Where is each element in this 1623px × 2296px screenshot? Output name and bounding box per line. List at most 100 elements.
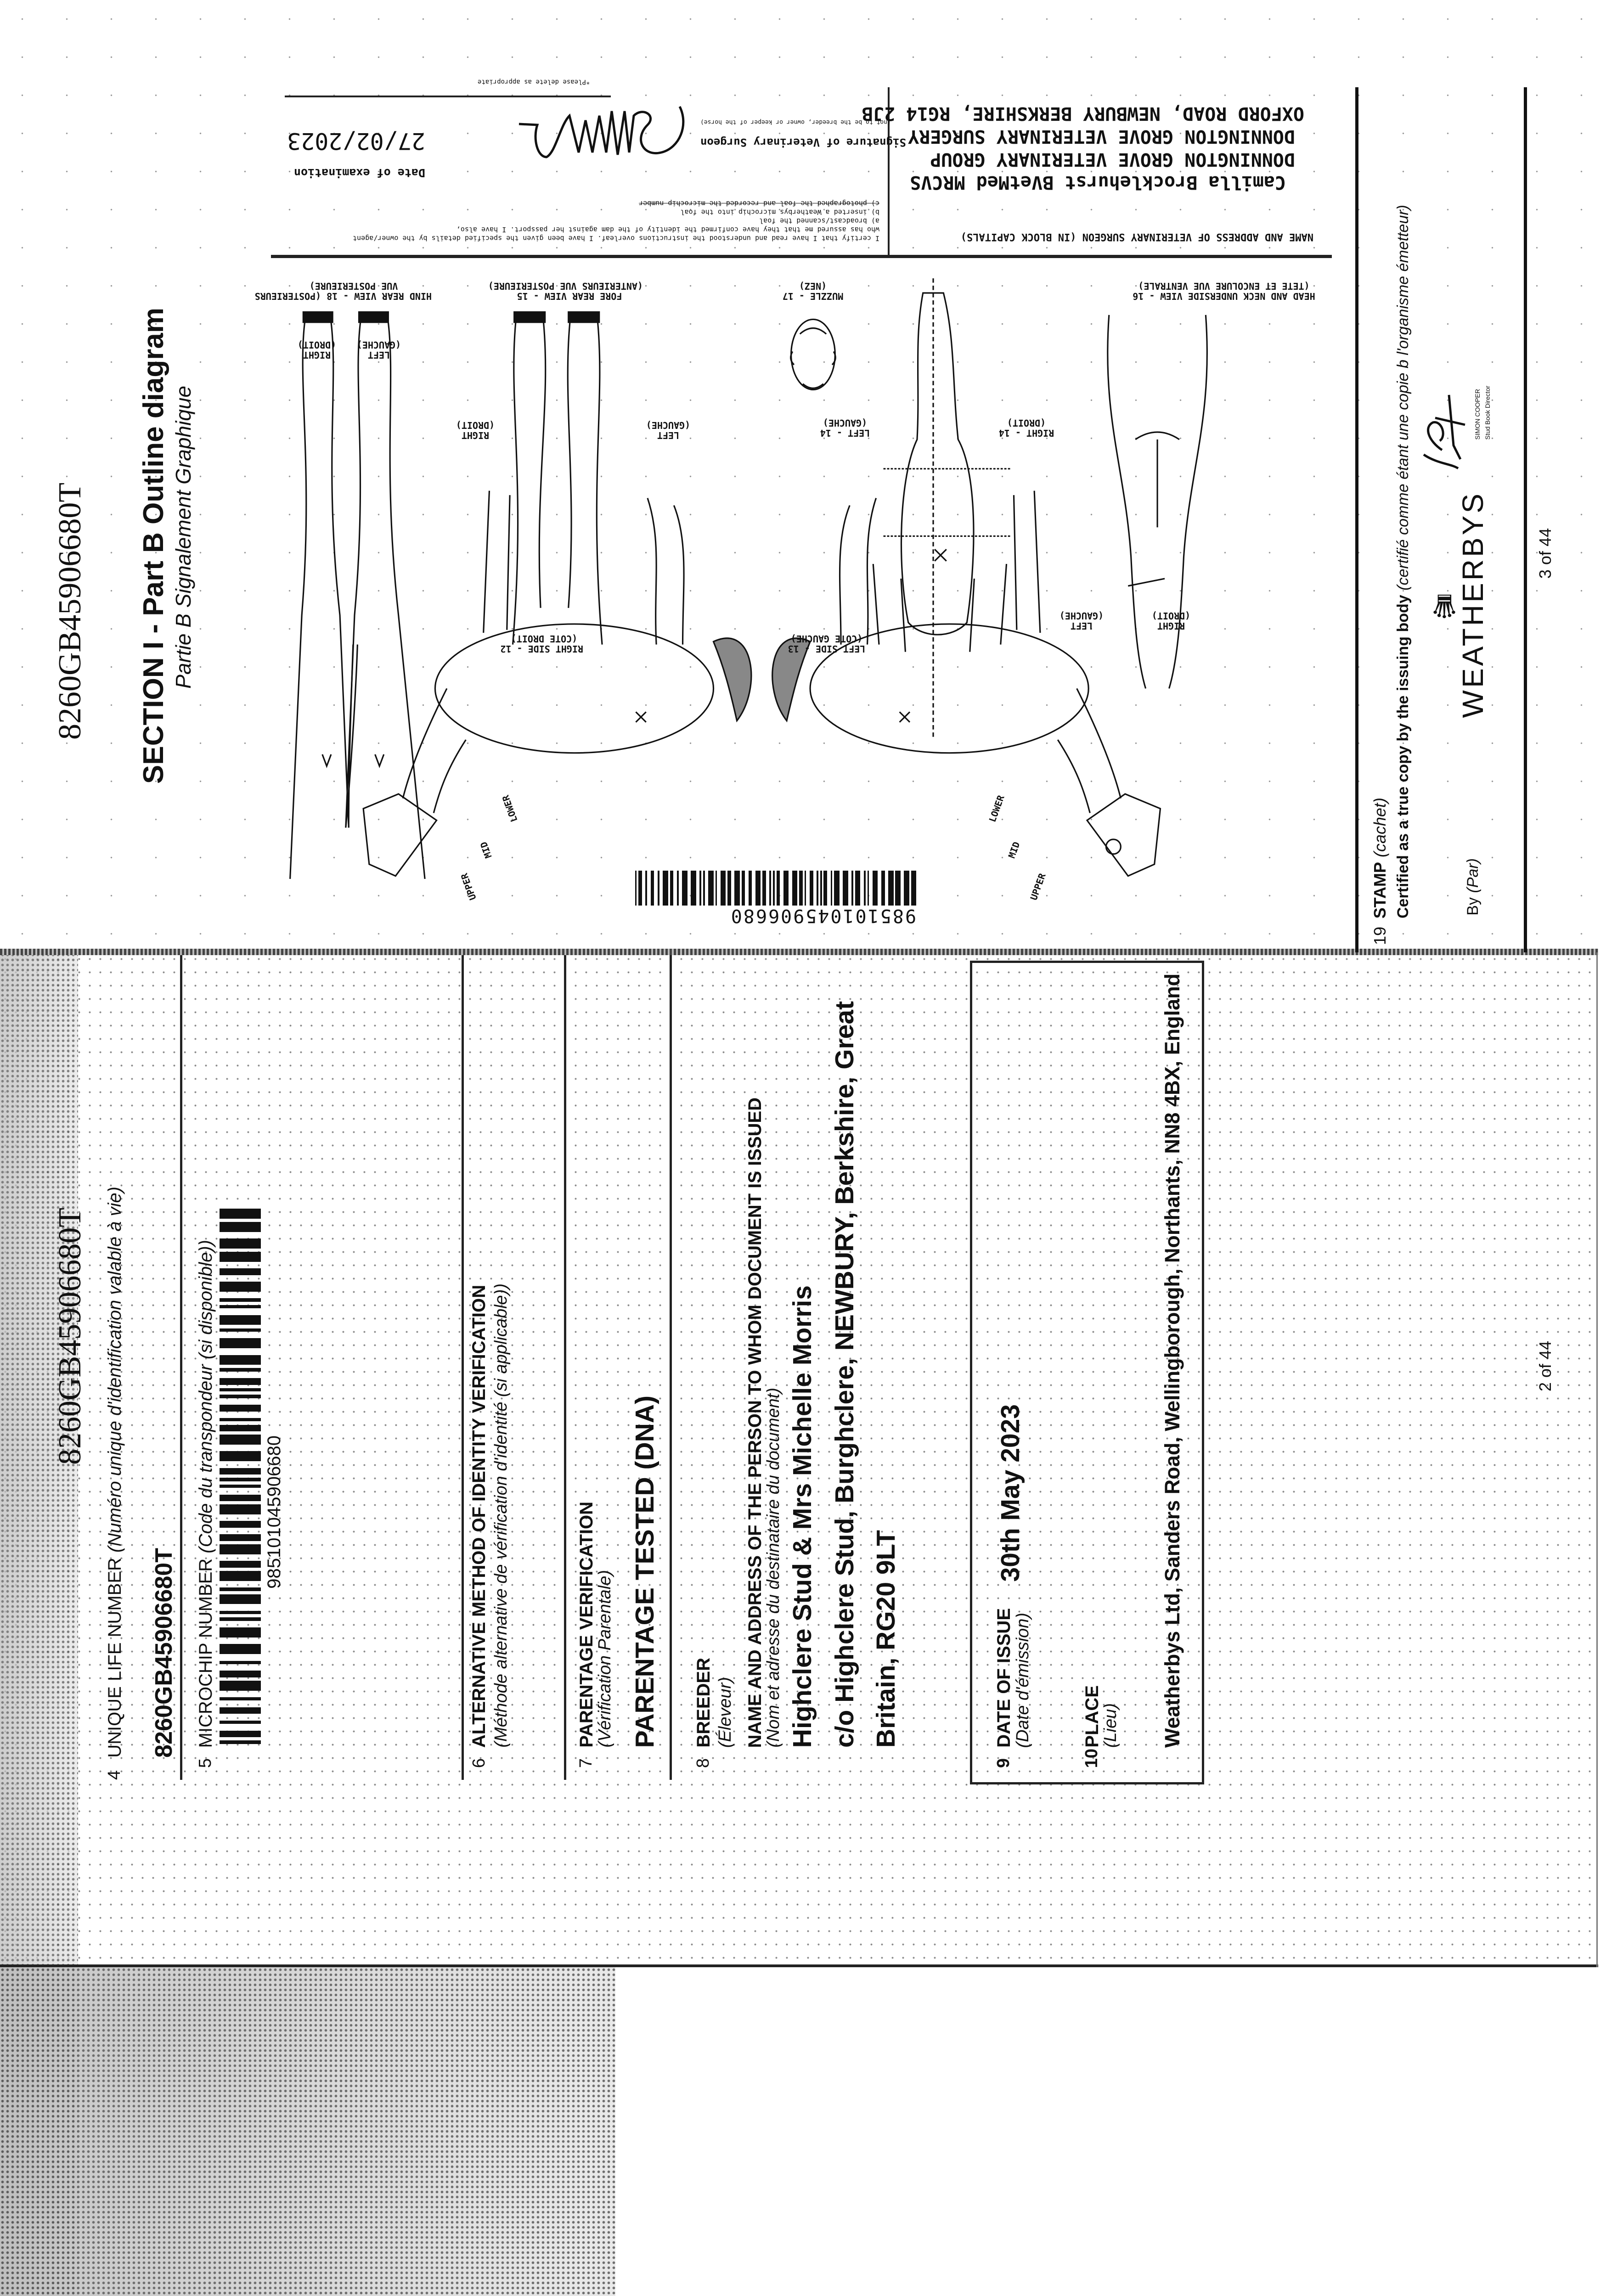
- barcode-bar: [220, 1238, 261, 1249]
- certification-line: b) inserted a Weatherbys microchip into …: [680, 208, 879, 216]
- barcode-bar: [220, 1644, 261, 1654]
- microchip-barcode: [220, 1209, 261, 1750]
- barcode-bar: [650, 871, 654, 906]
- stamp-box: [1355, 87, 1527, 952]
- barcode-bar: [769, 871, 772, 906]
- microchip-label-text: MICROCHIP NUMBER: [196, 1558, 216, 1748]
- uln-label-text: UNIQUE LIFE NUMBER: [105, 1558, 125, 1758]
- uln-label: UNIQUE LIFE NUMBER (Numéro unique d'iden…: [105, 1187, 125, 1758]
- barcode-bar: [638, 871, 642, 906]
- barcode-bar: [881, 871, 885, 906]
- barcode-bar: [220, 1328, 261, 1332]
- stamp-label-fr: (cachet): [1370, 797, 1389, 857]
- fore-right-label: RIGHT(DROIT): [452, 420, 498, 441]
- barcode-bar: [682, 871, 688, 906]
- date-of-examination-value: 27/02/2023: [287, 128, 426, 154]
- barcode-bar: [220, 1395, 261, 1398]
- barcode-bar: [220, 1494, 261, 1502]
- barcode-bar: [220, 1298, 261, 1302]
- top-right-14-label: RIGHT - 14(DROIT): [997, 417, 1056, 439]
- barcode-bar: [220, 1740, 261, 1744]
- barcode-bar: [715, 871, 717, 906]
- stamp-by-text: By: [1464, 897, 1482, 916]
- barcode-bar: [663, 871, 668, 906]
- certification-line: I certify that I have read and understoo…: [353, 234, 879, 242]
- head-view-label: HEAD AND NECK UNDERSIDE VIEW - 16(TETE E…: [1121, 281, 1327, 302]
- label-left: LEFT: [367, 349, 390, 360]
- recipient-address-line1: c/o Highclere Stud, Burghclere, NEWBURY,…: [830, 1001, 859, 1748]
- date-of-issue-value: 30th May 2023: [996, 1404, 1025, 1582]
- barcode-bar: [220, 1504, 261, 1514]
- barcode-bar: [904, 871, 909, 906]
- barcode-bar: [220, 1671, 261, 1677]
- parentage-value: PARENTAGE TESTED (DNA): [630, 1395, 659, 1748]
- barcode-bar: [820, 871, 822, 906]
- barcode-bar: [220, 1305, 261, 1309]
- date-of-issue-label: DATE OF ISSUE: [994, 1608, 1014, 1748]
- stamp-label: STAMP (cachet): [1370, 797, 1389, 918]
- label-gauche: (GAUCHE): [646, 420, 691, 431]
- barcode-bar: [220, 1544, 261, 1554]
- parentage-label: PARENTAGE VERIFICATION: [576, 1502, 597, 1748]
- barcode-bar: [863, 871, 866, 906]
- vet-signature: [518, 106, 685, 158]
- barcode-bar: [792, 871, 798, 906]
- vet-practice-group: DONNINGTON GROVE VETERINARY GROUP: [930, 149, 1295, 170]
- vet-address: OXFORD ROAD, NEWBURY BERKSHIRE, RG14 2JB: [862, 103, 1304, 124]
- item-number: 9: [994, 1758, 1013, 1768]
- label-right-side: RIGHT SIDE - 12: [500, 643, 583, 654]
- barcode-bar: [220, 1660, 261, 1664]
- scan-shadow: [0, 1967, 615, 2296]
- barcode-bar: [220, 1315, 261, 1325]
- left-side-label: LEFT SIDE - 13(COTE GAUCHE): [785, 633, 868, 654]
- barcode-bar: [220, 1561, 261, 1568]
- weatherbys-crest-icon: ♛: [1426, 587, 1462, 625]
- barcode-bar: [773, 871, 775, 906]
- stamp-by: By (Par): [1464, 858, 1482, 916]
- barcode-bar: [834, 871, 840, 906]
- signatory-name: SIMON COOPER: [1474, 388, 1481, 439]
- barcode-bar: [804, 871, 806, 906]
- barcode-bar: [823, 871, 828, 906]
- barcode-bar: [220, 1418, 261, 1422]
- barcode-bar: [691, 871, 696, 906]
- barcode-bar: [220, 1627, 261, 1638]
- barcode-bar: [776, 871, 780, 906]
- barcode-bar: [220, 1468, 261, 1475]
- barcode-bar: [748, 871, 752, 906]
- barcode-bar: [220, 1730, 261, 1738]
- barcode-bar: [888, 871, 894, 906]
- barcode-bar: [762, 871, 766, 906]
- barcode-bar: [220, 1571, 261, 1581]
- barcode-bar: [911, 871, 916, 906]
- recipient-label-fr: (Nom et adresse du destinataire du docum…: [764, 1388, 783, 1748]
- head-view-subtitle: (TETE ET ENCOLURE VUE VENTRALE): [1138, 281, 1310, 292]
- barcode-bar: [851, 871, 854, 906]
- stamp-certified: Certified as a true copy by the issuing …: [1394, 205, 1412, 918]
- head-left-label: LEFT(GAUCHE): [1056, 610, 1107, 631]
- barcode-bar: [220, 1378, 261, 1385]
- label-right: RIGHT: [461, 430, 490, 441]
- page-right-edge: [1596, 952, 1598, 1967]
- uln-value: 8260GB45906680T: [151, 1548, 177, 1758]
- barcode-bar: [220, 1209, 261, 1219]
- barcode-bar: [220, 1680, 261, 1691]
- vet-signature-note: (not to be the breeder, owner or keeper …: [700, 118, 891, 125]
- hind-view-title: HIND REAR VIEW - 18 (POSTERIEURS: [254, 291, 432, 302]
- signatory-title: Stud Book Director: [1484, 385, 1491, 440]
- muzzle-drawing: [790, 318, 836, 391]
- top-view-drawing: [872, 278, 1011, 740]
- muzzle-label: MUZZLE - 17(NEZ): [772, 281, 854, 302]
- item-number: 5: [196, 1758, 215, 1768]
- label-left: LEFT: [657, 430, 680, 441]
- certification-line-struck: c) photographed the foal and recorded th…: [639, 199, 879, 208]
- vet-signature-label: Signature of Veterinary Surgeon: [700, 136, 906, 149]
- microchip-value: 985101045906680: [264, 1435, 284, 1589]
- barcode-bar: [721, 871, 726, 906]
- recipient-label: NAME AND ADDRESS OF THE PERSON TO WHOM D…: [745, 1097, 765, 1748]
- header-uln: 8260GB45906680T: [52, 1208, 88, 1465]
- recipient-address-line2: Britain, RG20 9LT: [871, 1530, 901, 1748]
- vet-section-divider: [271, 255, 1332, 258]
- label-gauche: (GAUCHE): [356, 339, 401, 350]
